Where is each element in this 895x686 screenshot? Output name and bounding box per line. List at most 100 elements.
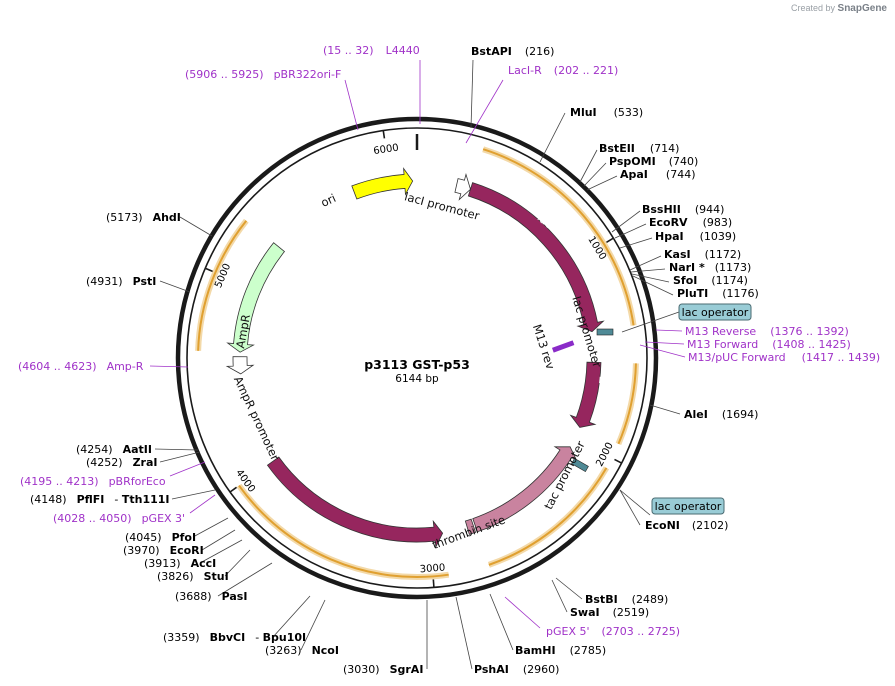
site-kasi[interactable]: KasI(1172): [664, 248, 741, 261]
site-pshai[interactable]: PshAI(2960): [474, 663, 559, 676]
site-pluti[interactable]: PluTI(1176): [677, 287, 759, 300]
tick-mark-1000: [606, 237, 614, 243]
leader-line-29: [159, 451, 201, 463]
leader-line-19: [455, 596, 473, 670]
leader-line-37: [644, 341, 685, 345]
leader-line-0: [470, 59, 474, 129]
site-ecori[interactable]: (3970)EcoRI: [123, 544, 204, 557]
feature-p53[interactable]: [266, 456, 444, 549]
feature-gst[interactable]: [472, 446, 578, 533]
site-bsteii[interactable]: BstEII(714): [599, 142, 679, 155]
feature-laci-promoter[interactable]: [454, 172, 471, 201]
tick-mark-4000: [229, 486, 238, 493]
site-hpai[interactable]: HpaI(1039): [655, 230, 736, 243]
leader-line-27: [192, 517, 229, 538]
site-bstbi[interactable]: BstBI(2489): [585, 593, 668, 606]
site-bbvci[interactable]: (3359)BbvCI- Bpu10I: [163, 631, 306, 644]
primer-m13-reverse[interactable]: M13 Reverse(1376 .. 1392): [685, 325, 849, 338]
site-ncoi[interactable]: (3263)NcoI: [265, 644, 339, 657]
feature-laci[interactable]: [467, 182, 605, 333]
leader-line-40: [149, 365, 189, 368]
feature-thrombin-site[interactable]: [464, 518, 477, 535]
tick-mark-3000: [432, 579, 435, 588]
leader-line-11: [632, 275, 674, 296]
plasmid-length: 6144 bp: [395, 373, 439, 385]
orf-arc-4: [197, 220, 248, 351]
site-mlui[interactable]: MluI(533): [570, 106, 643, 119]
feature-ampr[interactable]: [226, 242, 286, 353]
leader-line-25: [199, 539, 243, 564]
lac-operator-box-1[interactable]: lac operator: [678, 303, 752, 321]
orf-arc-2: [488, 467, 608, 566]
lac-operator-box-2[interactable]: lac operator: [651, 497, 725, 515]
site-zrai[interactable]: (4252)ZraI: [86, 456, 158, 469]
site-alei[interactable]: AleI(1694): [684, 408, 758, 421]
feature-ampr-promoter[interactable]: [225, 356, 255, 375]
backbone-outer: [175, 116, 659, 600]
leader-line-7: [619, 237, 653, 249]
label-p53: p53: [350, 545, 373, 561]
site-swai[interactable]: SwaI(2519): [570, 606, 649, 619]
leader-line-2: [579, 149, 598, 183]
feature-ori[interactable]: [351, 167, 414, 200]
site-pflfi[interactable]: (4148)PflFI- Tth111I: [30, 493, 170, 506]
leader-line-16: [555, 577, 583, 600]
label-gst: GST: [523, 507, 549, 531]
plasmid-name: p3113 GST-p53: [364, 357, 470, 372]
primer-m13-puc-forward[interactable]: M13/pUC Forward(1417 .. 1439): [688, 351, 880, 364]
primer-laci-r[interactable]: LacI-R(202 .. 221): [508, 64, 618, 77]
site-bamhi[interactable]: BamHI(2785): [515, 644, 606, 657]
tick-label-3000: 3000: [419, 563, 445, 576]
orf-indicators: [195, 146, 639, 580]
site-econi[interactable]: EcoNI(2102): [645, 519, 728, 532]
site-ecorv[interactable]: EcoRV(983): [649, 216, 732, 229]
features[interactable]: [225, 167, 614, 549]
site-pspomi[interactable]: PspOMI(740): [609, 155, 698, 168]
site-bstapi[interactable]: BstAPI(216): [471, 45, 554, 58]
primer-m13-forward[interactable]: M13 Forward(1408 .. 1425): [687, 338, 851, 351]
site-nari[interactable]: NarI *(1173): [669, 261, 751, 274]
primer-pgex5[interactable]: pGEX 5'(2703 .. 2725): [546, 625, 680, 638]
primer-pbr322ori-f[interactable]: (5906 .. 5925)pBR322ori-F: [185, 68, 341, 81]
site-sgrai[interactable]: (3030)SgrAI: [343, 663, 423, 676]
leader-line-35: [344, 79, 359, 131]
site-pasi[interactable]: (3688)PasI: [175, 590, 247, 603]
primer-l4440[interactable]: (15 .. 32)L4440: [323, 44, 420, 57]
leader-line-6: [614, 223, 647, 239]
lac-operator-glyph-1: [596, 328, 614, 336]
leader-line-9: [630, 268, 666, 273]
leader-line-5: [611, 210, 641, 233]
primer-pbrforeco[interactable]: (4195 .. 4213)pBRforEco: [20, 475, 166, 488]
leader-line-32: [179, 216, 213, 237]
leader-line-4: [586, 175, 618, 191]
primer-pgex3[interactable]: (4028 .. 4050)pGEX 3': [53, 512, 185, 525]
site-pfoi[interactable]: (4045)PfoI: [125, 531, 196, 544]
leader-line-41: [169, 461, 206, 477]
primer-amp-r[interactable]: (4604 .. 4623)Amp-R: [18, 360, 144, 373]
site-aatii[interactable]: (4254)AatII: [76, 443, 152, 456]
leader-line-13: [649, 404, 681, 415]
leader-line-42: [189, 494, 216, 514]
site-sfoi[interactable]: SfoI(1174): [673, 274, 748, 287]
leader-line-38: [639, 344, 686, 358]
lac-operator-label-1: lac operator: [682, 306, 749, 319]
site-bsshii[interactable]: BssHII(944): [642, 203, 724, 216]
leader-line-17: [551, 579, 568, 613]
orf-arc-1: [617, 363, 637, 445]
leader-line-30: [154, 448, 199, 451]
orf-arc-3: [238, 484, 449, 578]
orf-halo-1: [615, 363, 639, 446]
leader-line-24: [224, 549, 251, 577]
site-stui[interactable]: (3826)StuI: [157, 570, 229, 583]
m13-rev-glyph: [551, 340, 575, 353]
site-psti[interactable]: (4931)PstI: [86, 275, 156, 288]
site-acci[interactable]: (3913)AccI: [144, 557, 216, 570]
site-apai[interactable]: ApaI(744): [620, 168, 696, 181]
site-ahdi[interactable]: (5173)AhdI: [106, 211, 181, 224]
leader-line-21: [300, 599, 326, 651]
tick-mark-5000: [204, 267, 213, 273]
tick-mark-6000: [382, 130, 386, 139]
leader-line-22: [272, 595, 311, 638]
feature-lacz-[interactable]: [569, 361, 602, 428]
